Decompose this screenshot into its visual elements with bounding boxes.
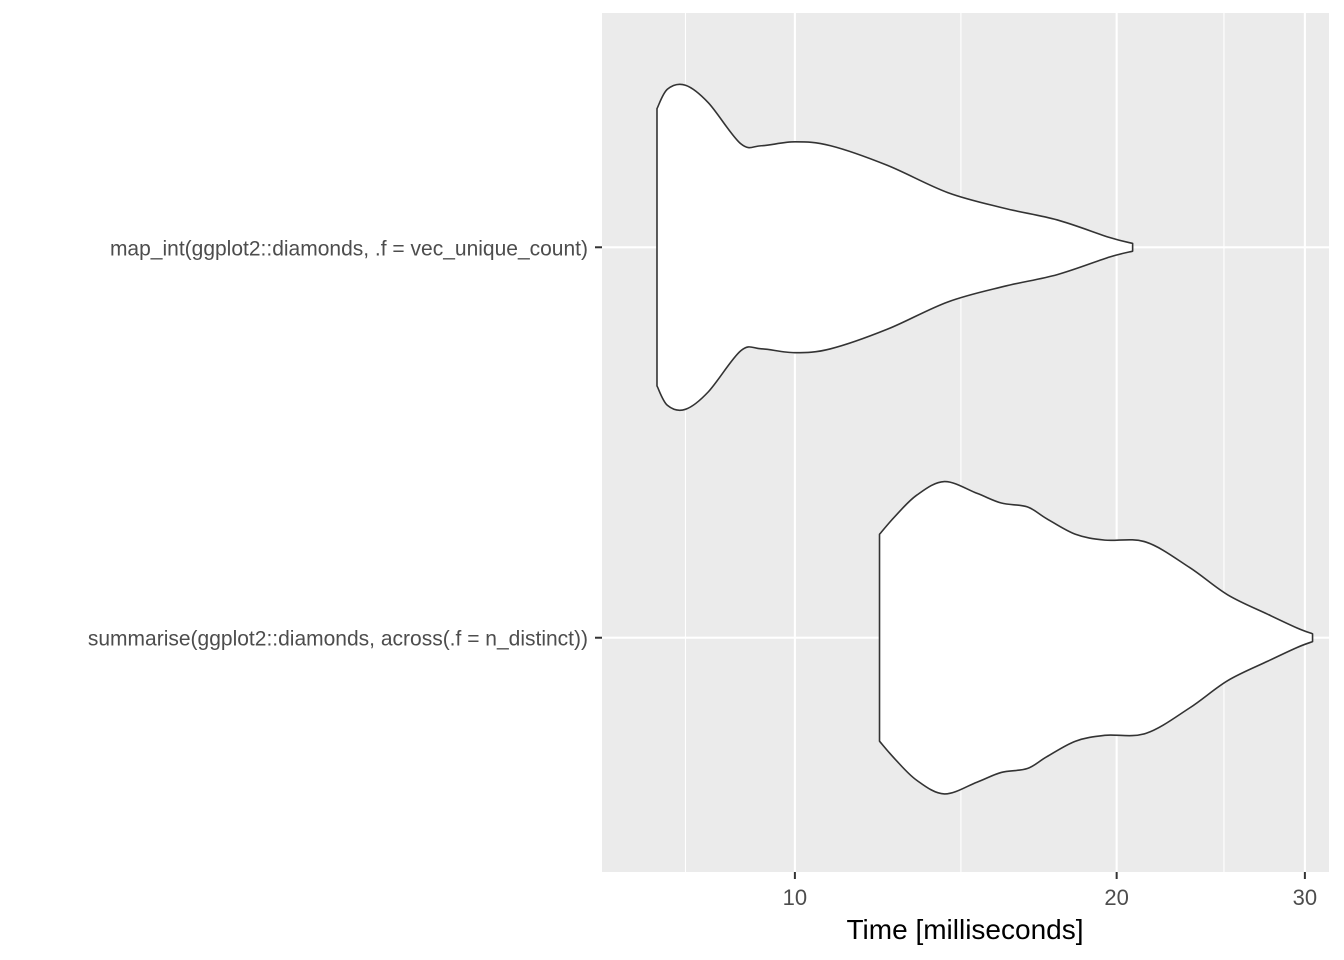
violins xyxy=(656,83,1314,795)
y-tick-label-0: map_int(ggplot2::diamonds, .f = vec_uniq… xyxy=(110,237,588,260)
x-tick-label-2: 30 xyxy=(1293,885,1317,910)
x-tick-label-0: 10 xyxy=(783,885,807,910)
x-axis: 10 20 30 xyxy=(783,872,1317,910)
violin-1 xyxy=(878,480,1314,795)
x-tick-label-1: 20 xyxy=(1104,885,1128,910)
y-axis: map_int(ggplot2::diamonds, .f = vec_uniq… xyxy=(88,237,602,651)
y-tick-label-1: summarise(ggplot2::diamonds, across(.f =… xyxy=(88,628,588,651)
violin-0 xyxy=(656,83,1134,412)
x-axis-title: Time [milliseconds] xyxy=(846,914,1083,945)
